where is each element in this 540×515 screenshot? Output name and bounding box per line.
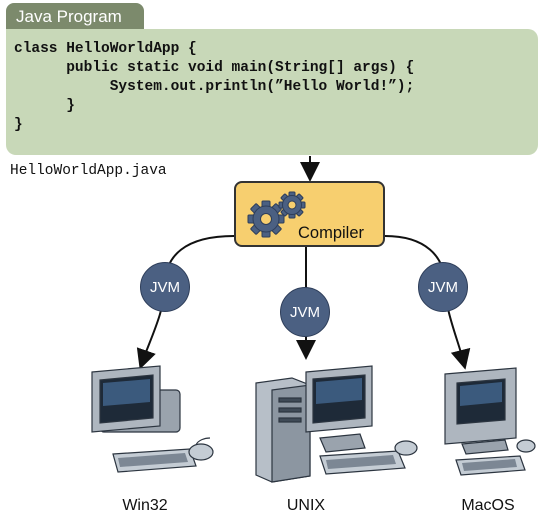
code-panel: class HelloWorldApp { public static void…	[6, 29, 538, 155]
compiler-label: Compiler	[298, 224, 365, 242]
source-code: class HelloWorldApp { public static void…	[14, 41, 415, 133]
platform-label-win32: Win32	[122, 497, 168, 514]
jvm-macos: JVM	[418, 262, 468, 312]
platform-label-macos: MacOS	[461, 497, 515, 514]
compiler-box: Compiler	[234, 181, 385, 247]
jvm-unix: JVM	[280, 287, 330, 337]
source-filename: HelloWorldApp.java	[10, 163, 167, 179]
java-program-tab: Java Program	[6, 3, 144, 31]
gears-icon	[247, 191, 306, 238]
jvm-win32: JVM	[140, 262, 190, 312]
platform-label-unix: UNIX	[286, 497, 326, 514]
